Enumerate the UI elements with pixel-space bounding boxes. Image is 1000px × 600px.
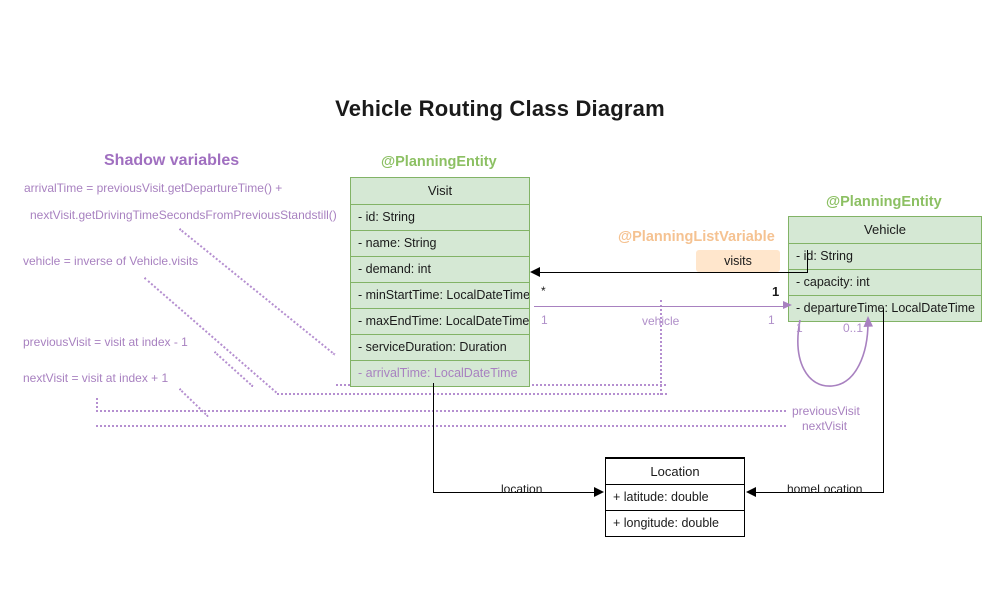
location-edge-horizontal xyxy=(433,492,595,493)
visits-edge-arrowhead xyxy=(530,267,540,277)
visit-attr-serviceduration: - serviceDuration: Duration xyxy=(351,334,529,360)
location-edge-vertical xyxy=(433,383,434,493)
visit-attr-name: - name: String xyxy=(351,230,529,256)
vehicle-attr-capacity: - capacity: int xyxy=(789,269,981,295)
visits-target-multiplicity: 1 xyxy=(772,284,780,299)
location-attr-latitude: + latitude: double xyxy=(606,484,744,510)
visit-attr-arrivaltime: - arrivalTime: LocalDateTime xyxy=(351,360,529,386)
page-title: Vehicle Routing Class Diagram xyxy=(335,96,665,121)
vehicle-source-multiplicity: 1 xyxy=(541,313,548,327)
homelocation-edge-arrowhead xyxy=(746,487,756,497)
visits-source-multiplicity: * xyxy=(541,284,546,298)
visit-attr-demand: - demand: int xyxy=(351,256,529,282)
vehicle-target-multiplicity: 1 xyxy=(768,313,775,327)
visit-attr-id: - id: String xyxy=(351,204,529,230)
shadow-note-vehicle: vehicle = inverse of Vehicle.visits xyxy=(23,254,199,268)
visit-attr-maxendtime: - maxEndTime: LocalDateTime xyxy=(351,308,529,334)
shadow-note-nextvisit: nextVisit = visit at index + 1 xyxy=(23,371,169,385)
self-loop-left-multiplicity: 1 xyxy=(796,321,803,335)
location-edge-arrowhead xyxy=(594,487,604,497)
visit-stereotype: @PlanningEntity xyxy=(381,154,497,170)
homelocation-edge-vertical xyxy=(883,308,884,493)
leader-previousvisit-horizontal xyxy=(96,410,786,412)
label-previousvisit: previousVisit xyxy=(792,404,860,418)
visit-class-name: Visit xyxy=(427,183,453,198)
visits-badge: visits xyxy=(696,250,780,272)
class-box-location: Location + latitude: double + longitude:… xyxy=(605,457,745,537)
visit-attr-minstarttime: - minStartTime: LocalDateTime xyxy=(351,282,529,308)
shadow-note-previousvisit: previousVisit = visit at index - 1 xyxy=(23,335,188,349)
leader-vehicle-horizontal xyxy=(277,393,667,395)
vehicle-stereotype: @PlanningEntity xyxy=(826,194,942,210)
leader-previousvisit-vertical xyxy=(96,398,98,412)
homelocation-edge-horizontal xyxy=(756,492,884,493)
leader-arrivaltime-diagonal xyxy=(178,228,336,356)
shadow-note-arrivaltime-1: arrivalTime = previousVisit.getDeparture… xyxy=(24,181,283,195)
shadow-variables-heading: Shadow variables xyxy=(104,152,240,169)
location-class-name: Location xyxy=(606,458,744,484)
self-loop-right-multiplicity: 0..1 xyxy=(843,321,864,335)
shadow-note-arrivaltime-2: nextVisit.getDrivingTimeSecondsFromPrevi… xyxy=(30,208,337,222)
vehicle-edge-horizontal xyxy=(534,306,786,307)
class-box-visit: Visit - id: String - name: String - dema… xyxy=(350,177,530,387)
leader-nextvisit-horizontal xyxy=(96,425,786,427)
visits-edge-vertical xyxy=(807,250,808,273)
vehicle-self-loop xyxy=(797,316,873,387)
homelocation-edge-label: homeLocation xyxy=(787,482,863,496)
vehicle-attr-id: - id: String xyxy=(789,243,981,269)
vehicle-edge-arrowhead xyxy=(783,301,792,309)
label-nextvisit: nextVisit xyxy=(802,419,848,433)
vehicle-attr-departuretime: - departureTime: LocalDateTime xyxy=(789,295,981,321)
class-box-vehicle: Vehicle - id: String - capacity: int - d… xyxy=(788,216,982,322)
visits-stereotype: @PlanningListVariable xyxy=(618,229,775,245)
leader-nextvisit-diagonal xyxy=(178,388,209,418)
vehicle-class-name: Vehicle xyxy=(864,222,906,237)
location-attr-longitude: + longitude: double xyxy=(606,510,744,536)
leader-vehicle-vertical xyxy=(660,300,662,395)
visits-edge-horizontal xyxy=(540,272,808,273)
vehicle-edge-label: vehicle xyxy=(642,314,680,328)
location-edge-label: location xyxy=(501,482,543,496)
